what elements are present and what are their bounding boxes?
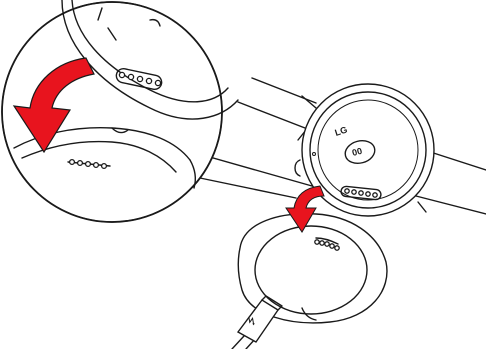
watch-brand-text: LG <box>334 125 349 138</box>
watch-body: LG 00 <box>294 83 435 217</box>
placement-arrow-large <box>12 57 95 154</box>
placement-arrow-small <box>285 185 325 233</box>
watch-label-text: 00 <box>351 146 363 158</box>
watch-contacts <box>340 185 382 201</box>
cradle-contacts <box>314 237 340 251</box>
usb-cable: ⭍ <box>231 295 283 349</box>
zoom-inset <box>1 0 313 223</box>
